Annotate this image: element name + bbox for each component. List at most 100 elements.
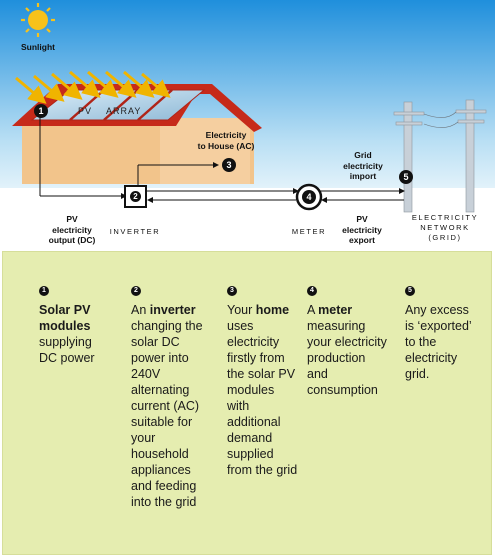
step-number-badge: 1 [39, 286, 49, 296]
body-text: solar DC [131, 335, 180, 349]
explanation-line: A meter [307, 302, 397, 318]
import-label-line: import [349, 171, 377, 181]
body-text: production [307, 351, 366, 365]
body-text: current (AC) [131, 399, 200, 413]
step-number-badge: 2 [131, 286, 141, 296]
emphasis-text: meter [318, 303, 353, 317]
pv-output-label: PV electricity output (DC) [40, 214, 104, 246]
body-text: demand [227, 431, 273, 445]
import-label-line: Grid [354, 150, 372, 160]
wiring [39, 112, 405, 203]
body-text: changing the [131, 319, 203, 333]
step-number-badge: 5 [405, 286, 415, 296]
inverter-label: INVERTER [109, 227, 161, 236]
emphasis-text: home [255, 303, 290, 317]
step-number-badge: 4 [307, 286, 317, 296]
sun-icon [21, 3, 55, 37]
import-label-line: electricity [343, 160, 383, 171]
explanation-line: to the [405, 334, 485, 350]
body-text: Any excess [405, 303, 469, 317]
body-text: suitable for [131, 415, 193, 429]
explanation-line: additional [227, 414, 307, 430]
explanation-line: your [131, 430, 211, 446]
explanation-line: solar DC [131, 334, 211, 350]
array-panel-label: ARRAY [106, 106, 142, 116]
explanation-line: electricity [405, 350, 485, 366]
pv-export-label: PV electricity export [336, 214, 388, 246]
body-text: 240V [131, 367, 161, 381]
output-label-line: output (DC) [48, 235, 96, 245]
body-text: with [227, 399, 250, 413]
body-text: A [307, 303, 319, 317]
explanation-line: consumption [307, 382, 397, 398]
explanation-line: and feeding [131, 478, 211, 494]
explanation-line: An inverter [131, 302, 211, 318]
explanation-line: suitable for [131, 414, 211, 430]
emphasis-text: Solar PV [39, 303, 91, 317]
step-number-badge: 3 [227, 286, 237, 296]
body-text: is ‘exported’ [405, 319, 472, 333]
emphasis-text: inverter [149, 303, 196, 317]
network-label-line: (GRID) [428, 233, 462, 242]
body-text: the solar PV [227, 367, 296, 381]
explanation-line: alternating [131, 382, 211, 398]
explanation-line: Any excess [405, 302, 485, 318]
explanation-line: changing the [131, 318, 211, 334]
ground [0, 188, 495, 250]
body-text: Your [227, 303, 256, 317]
marker-3: 3 [222, 158, 236, 172]
explanation-line: firstly from [227, 350, 307, 366]
meter-label: METER [291, 227, 327, 236]
body-text: measuring [307, 319, 366, 333]
explanation-line: supplying [39, 334, 119, 350]
grid-import-label: Grid electricity import [338, 150, 388, 182]
body-text: consumption [307, 383, 378, 397]
explanation-line: current (AC) [131, 398, 211, 414]
body-text: supplying [39, 335, 92, 349]
body-text: appliances [131, 463, 191, 477]
network-label-line: NETWORK [420, 223, 470, 232]
explanation-line: production [307, 350, 397, 366]
body-text: grid. [405, 367, 430, 381]
ac-label-line: to House (AC) [197, 140, 255, 151]
explanation-line: from the grid [227, 462, 307, 478]
body-text: DC power [39, 351, 95, 365]
house-extension [160, 118, 250, 184]
output-label-line: electricity [52, 224, 92, 235]
explanation-line: electricity [227, 334, 307, 350]
export-label-line: PV [356, 214, 368, 224]
explanation-line: supplied [227, 446, 307, 462]
explanation-line: is ‘exported’ [405, 318, 485, 334]
body-text: additional [227, 415, 281, 429]
marker-5: 5 [399, 170, 413, 184]
network-label: ELECTRICITY NETWORK (GRID) [406, 213, 484, 243]
ac-label-line: Electricity [205, 130, 247, 140]
explanation-line: measuring [307, 318, 397, 334]
explanation-line: demand [227, 430, 307, 446]
explanation-line: grid. [405, 366, 485, 382]
marker-1: 1 [34, 104, 48, 118]
explanation-line: modules [227, 382, 307, 398]
export-label-line: export [349, 235, 375, 245]
body-text: your electricity [307, 335, 387, 349]
explanation-line: appliances [131, 462, 211, 478]
explanation-line: modules [39, 318, 119, 334]
pv-panel-label: PV [78, 106, 93, 116]
body-text: your [131, 431, 156, 445]
system-illustration [0, 0, 495, 250]
explanation-line: your electricity [307, 334, 397, 350]
explanation-line: Solar PV [39, 302, 119, 318]
explanation-line: uses [227, 318, 307, 334]
explanation-line: 240V [131, 366, 211, 382]
explanation-line: household [131, 446, 211, 462]
body-text: to the [405, 335, 437, 349]
body-text: firstly from [227, 351, 285, 365]
network-label-line: ELECTRICITY [411, 213, 479, 222]
body-text: An [131, 303, 150, 317]
